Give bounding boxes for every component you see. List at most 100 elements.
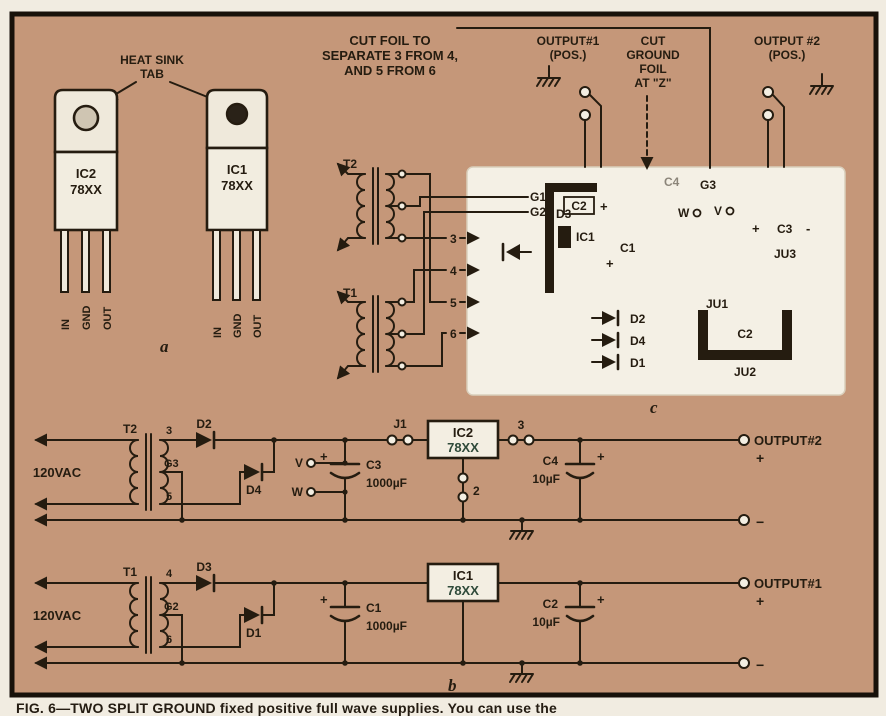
board-g3-label: G3 bbox=[700, 178, 716, 192]
pictorial-transformers: T2 T1 3 4 5 6 bbox=[336, 157, 529, 380]
board-c2-bottom-label: C2 bbox=[737, 327, 753, 341]
wire-3-label: 3 bbox=[450, 232, 457, 246]
c1-label: C1 bbox=[366, 601, 382, 615]
diode-d4-icon bbox=[244, 464, 260, 480]
board-ju3-label: JU3 bbox=[774, 247, 796, 261]
tap4-label: 4 bbox=[166, 568, 173, 580]
output1-label: (POS.) bbox=[550, 48, 587, 62]
c1-plus: + bbox=[320, 592, 328, 607]
pin-label-out: OUT bbox=[252, 315, 264, 339]
testpoint-w-pad bbox=[306, 487, 316, 497]
board-c3-label: C3 bbox=[777, 222, 793, 236]
board-diode-icon bbox=[501, 242, 532, 262]
j1-label: J1 bbox=[393, 417, 407, 431]
earth-ground-icon bbox=[509, 519, 534, 540]
to220-ic2: IC2 78XX IN GND OUT bbox=[53, 88, 119, 331]
testpoint-w-label: W bbox=[292, 485, 304, 499]
tapG2-label: G2 bbox=[164, 601, 179, 613]
junction-dots bbox=[179, 580, 583, 666]
t1-primary bbox=[129, 582, 139, 648]
output2-label: OUTPUT#2 bbox=[754, 433, 822, 448]
c4-value: 10µF bbox=[532, 472, 560, 486]
output2-pad bbox=[762, 109, 774, 121]
t2-label: T2 bbox=[343, 157, 357, 171]
pin-label-gnd: GND bbox=[81, 306, 93, 331]
board-component-body bbox=[558, 226, 571, 248]
output2-minus-terminal bbox=[738, 514, 750, 526]
output2-plus-terminal bbox=[738, 434, 750, 446]
pin-label-out: OUT bbox=[102, 307, 114, 331]
c4-plus: + bbox=[597, 449, 605, 464]
t1-primary-coil bbox=[356, 301, 366, 367]
board-c2-plus: + bbox=[600, 199, 608, 214]
board-ju1-label: JU1 bbox=[706, 297, 728, 311]
d3-label: D3 bbox=[196, 560, 212, 574]
t2-primary-coil bbox=[356, 173, 366, 239]
diode-d3-icon bbox=[196, 575, 212, 591]
cut-ground-note: FOIL bbox=[639, 62, 666, 76]
board-c3-plus: + bbox=[752, 221, 760, 236]
ic2-regulator-box bbox=[426, 419, 500, 460]
cut-ground-note: AT "Z" bbox=[634, 76, 671, 90]
cut-foil-note: AND 5 FROM 6 bbox=[344, 63, 436, 78]
ac-source-label: 120VAC bbox=[33, 608, 82, 623]
board-c1-plus: + bbox=[606, 256, 614, 271]
board-g1-label: G1 bbox=[530, 190, 546, 204]
ic2-name: IC2 bbox=[76, 166, 96, 181]
board-ic1-label: IC1 bbox=[576, 230, 595, 244]
c2-label: C2 bbox=[543, 597, 559, 611]
heat-sink-label: TAB bbox=[140, 67, 164, 81]
board-g2-label: G2 bbox=[530, 205, 546, 219]
header-labels: CUT FOIL TO SEPARATE 3 FROM 4, AND 5 FRO… bbox=[322, 33, 820, 90]
ic2-part: 78XX bbox=[447, 440, 479, 455]
ic1-name: IC1 bbox=[453, 568, 473, 583]
d1-label: D1 bbox=[246, 626, 262, 640]
t1-label: T1 bbox=[123, 565, 137, 579]
cut-ground-note: GROUND bbox=[626, 48, 680, 62]
c3-label: C3 bbox=[366, 458, 382, 472]
board-v-pad bbox=[725, 206, 735, 216]
testpoint-v-label: V bbox=[295, 456, 303, 470]
ic1-name: IC1 bbox=[227, 162, 247, 177]
t2-core bbox=[372, 167, 379, 245]
board-c2-top-label: C2 bbox=[571, 199, 587, 213]
cut-foil-note: CUT FOIL TO bbox=[349, 33, 430, 48]
j3-pad bbox=[523, 434, 535, 446]
j3-label: 3 bbox=[518, 418, 525, 432]
board-c4-label: C4 bbox=[664, 175, 680, 189]
board-v-label: V bbox=[714, 204, 722, 218]
earth-ground-icon bbox=[509, 662, 534, 683]
board-w-pad bbox=[692, 208, 702, 218]
schematic-bottom-channel: 120VAC T1 4 G2 6 D3 D1 bbox=[33, 560, 822, 683]
board-w-label: W bbox=[678, 206, 690, 220]
board-ju2-label: JU2 bbox=[734, 365, 756, 379]
testpoint-v-pad bbox=[306, 458, 316, 468]
output1-pad bbox=[579, 86, 591, 98]
pcb-components: G1 G2 D3 C2 + IC1 C1 + C4 G3 W V + C3 - … bbox=[501, 175, 810, 417]
ic1-part: 78XX bbox=[221, 178, 253, 193]
cap-c1-icon bbox=[329, 582, 361, 664]
c3-plus: + bbox=[320, 449, 328, 464]
j3-pad bbox=[507, 434, 519, 446]
cap-c2-icon bbox=[564, 582, 596, 664]
cut-ground-note: CUT bbox=[641, 34, 666, 48]
cap-c4-icon bbox=[564, 439, 596, 521]
section-c-tag: c bbox=[650, 398, 658, 417]
board-diode-d1-icon bbox=[591, 353, 620, 371]
ic1-part: 78XX bbox=[447, 583, 479, 598]
output2-plus: + bbox=[756, 450, 764, 466]
tap5-label: 5 bbox=[166, 491, 172, 503]
wire-6-label: 6 bbox=[450, 327, 457, 341]
c4-label: C4 bbox=[543, 454, 559, 468]
mounting-hole-icon bbox=[225, 102, 249, 126]
j2-label: 2 bbox=[473, 484, 480, 498]
output2-pad bbox=[762, 86, 774, 98]
wire-5-label: 5 bbox=[450, 296, 457, 310]
heat-sink-label: HEAT SINK bbox=[120, 53, 184, 67]
board-c3-minus: - bbox=[806, 221, 810, 236]
board-d1-label: D1 bbox=[630, 356, 646, 370]
j2-pad bbox=[457, 491, 469, 503]
mounting-hole-icon bbox=[72, 104, 100, 132]
output1-pad bbox=[579, 109, 591, 121]
